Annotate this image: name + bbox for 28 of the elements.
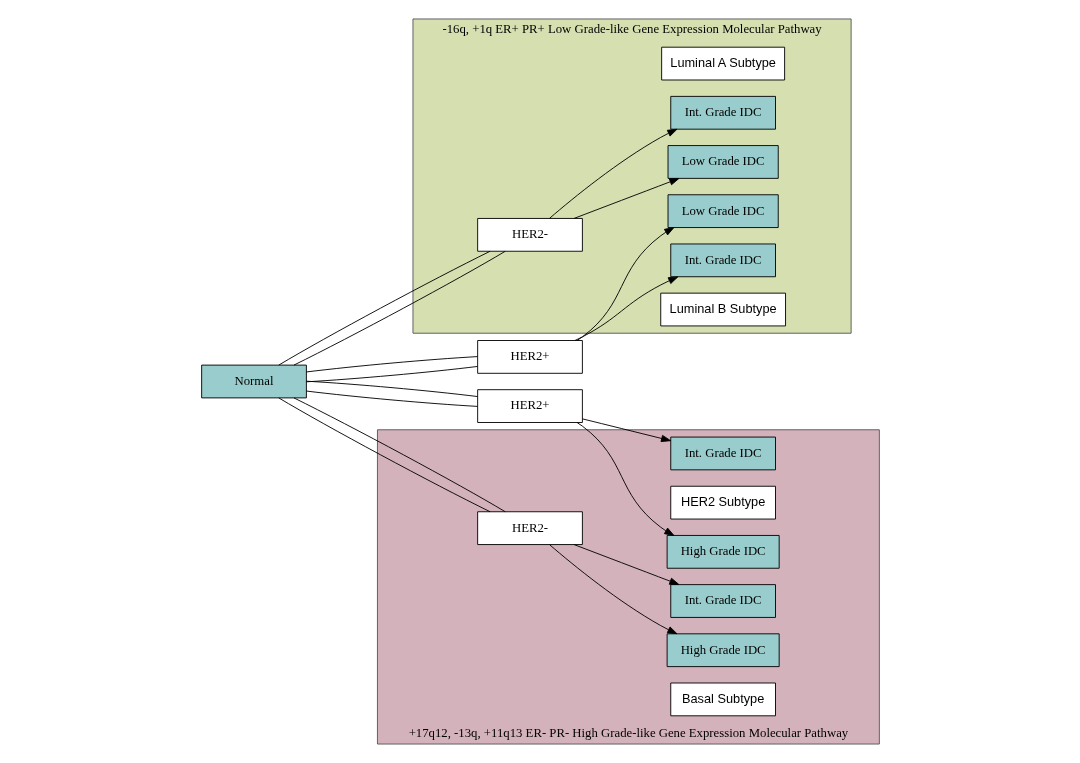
arrow [574, 276, 678, 341]
node-box: Int. Grade IDC [669, 95, 776, 130]
node-box: HER2+ [476, 389, 583, 423]
connector [305, 356, 478, 373]
node-box: High Grade IDC [666, 535, 780, 569]
node-box: Low Grade IDC [667, 145, 779, 179]
node-box: Luminal A Subtype [660, 46, 785, 81]
connector [305, 380, 478, 397]
node-box: Normal [200, 364, 307, 399]
arrow [573, 178, 679, 219]
node-box: Basal Subtype [669, 682, 776, 717]
node-box: HER2- [476, 218, 583, 252]
connector [305, 390, 478, 407]
node-box: Int. Grade IDC [669, 584, 776, 618]
node-box: Int. Grade IDC [669, 436, 776, 471]
node-box: Low Grade IDC [667, 194, 779, 228]
node-box: HER2 Subtype [669, 485, 776, 520]
arrow [548, 128, 677, 219]
arrow [576, 422, 674, 536]
node-box: High Grade IDC [666, 633, 780, 668]
node-box: Int. Grade IDC [669, 243, 776, 278]
node-box: HER2+ [476, 340, 583, 374]
arrow [576, 227, 674, 341]
arrow [548, 544, 677, 635]
arrow [581, 418, 671, 443]
node-box: Luminal B Subtype [659, 292, 786, 327]
arrow [573, 544, 679, 585]
node-box: HER2- [476, 511, 583, 545]
